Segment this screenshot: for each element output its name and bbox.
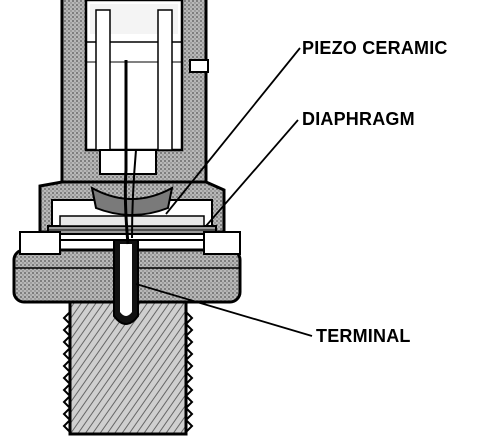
label-piezo-ceramic: PIEZO CERAMIC (302, 38, 448, 58)
label-diaphragm: DIAPHRAGM (302, 109, 415, 129)
terminal-leader-line (135, 283, 313, 337)
label-terminal: TERMINAL (316, 326, 411, 346)
terminal-pin (113, 60, 139, 325)
diaphragm-leader-line (205, 119, 299, 227)
connector-housing (60, 0, 209, 198)
leader-lines (135, 47, 313, 337)
threaded-stud (62, 300, 194, 436)
piezo-leader-line (165, 47, 301, 215)
